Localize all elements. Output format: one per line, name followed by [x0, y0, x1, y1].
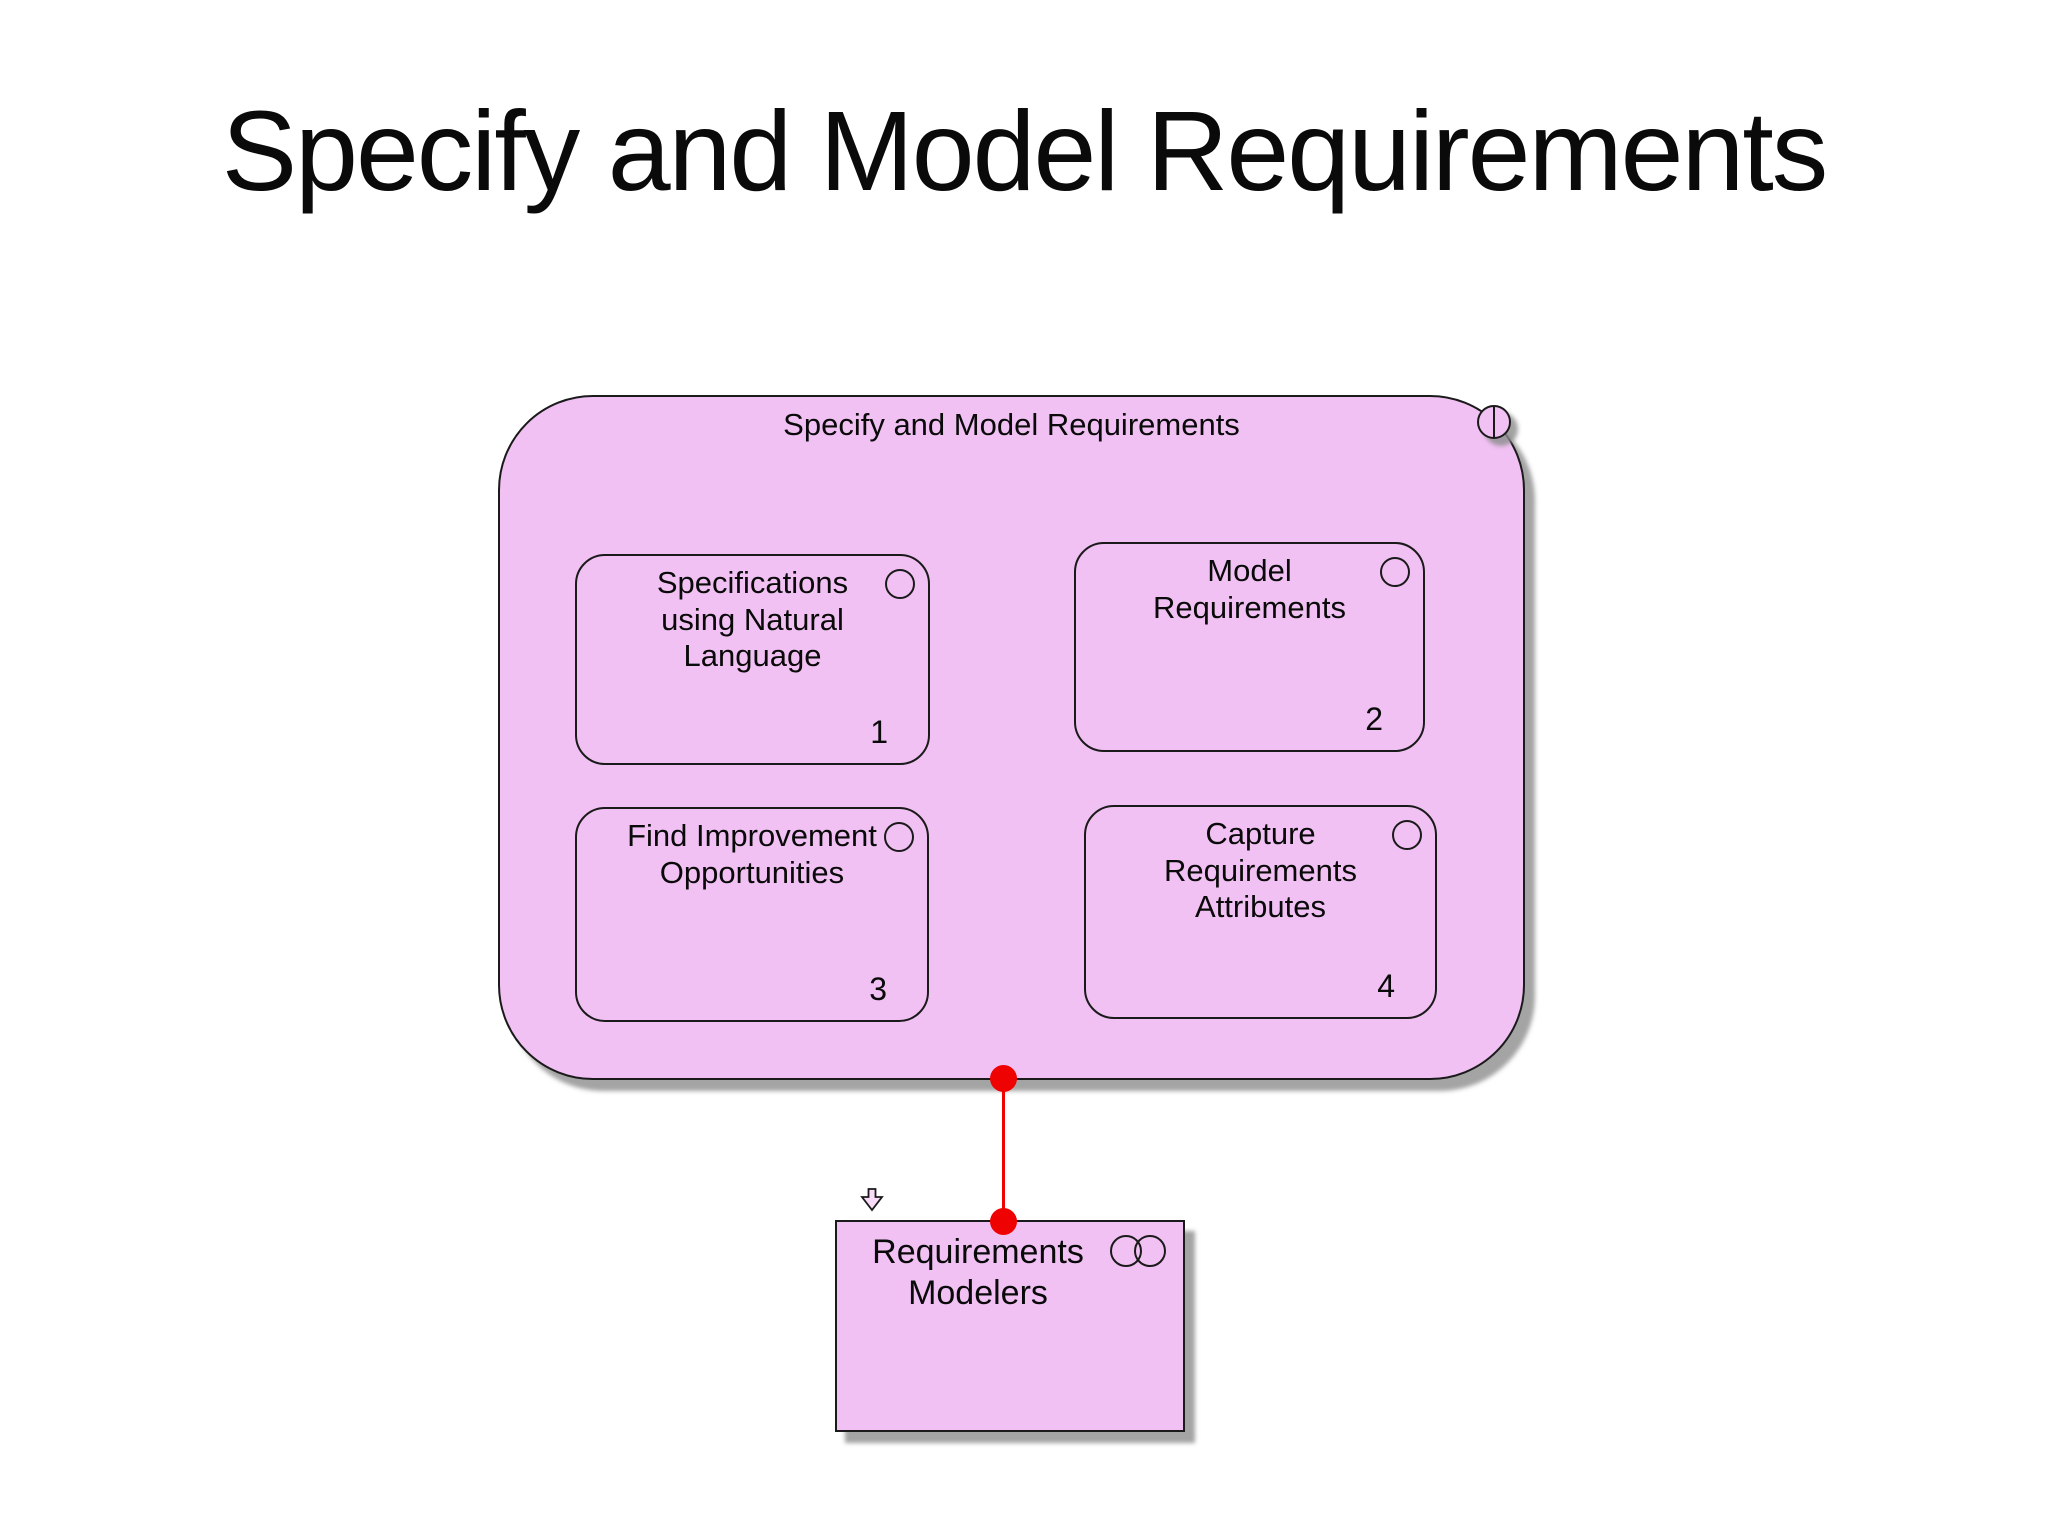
- circle-icon: [885, 569, 915, 599]
- process-container-label: Specify and Model Requirements: [783, 407, 1240, 442]
- connector-dot-top: [990, 1065, 1017, 1092]
- page-title: Specify and Model Requirements: [221, 88, 1829, 214]
- process-container: Specify and Model Requirements Specifica…: [498, 395, 1525, 1080]
- actor-label: Requirements Modelers: [872, 1233, 1084, 1312]
- task-box-1: Specifications using Natural Language 1: [575, 554, 930, 765]
- connector-line: [1002, 1078, 1005, 1224]
- task-number: 1: [870, 714, 888, 750]
- down-arrow-icon: [860, 1188, 884, 1212]
- task-label: Specifications using Natural Language: [656, 565, 849, 674]
- task-box-4: Capture Requirements Attributes 4: [1084, 805, 1437, 1019]
- task-label: Find Improvement Opportunities: [627, 818, 877, 890]
- task-box-2: Model Requirements 2: [1074, 542, 1425, 752]
- task-number: 2: [1365, 701, 1383, 737]
- split-circle-icon: [1477, 405, 1511, 439]
- task-label: Capture Requirements Attributes: [1164, 816, 1357, 925]
- overlapping-circles-icon: [1110, 1235, 1166, 1267]
- task-number: 4: [1377, 968, 1395, 1004]
- circle-icon: [1380, 557, 1410, 587]
- circle-icon: [884, 822, 914, 852]
- task-number: 3: [869, 971, 887, 1007]
- connector-dot-bottom: [990, 1208, 1017, 1235]
- task-label: Model Requirements: [1153, 553, 1346, 625]
- circle-icon: [1392, 820, 1422, 850]
- actor-box-requirements-modelers: Requirements Modelers: [835, 1220, 1185, 1432]
- task-box-3: Find Improvement Opportunities 3: [575, 807, 929, 1022]
